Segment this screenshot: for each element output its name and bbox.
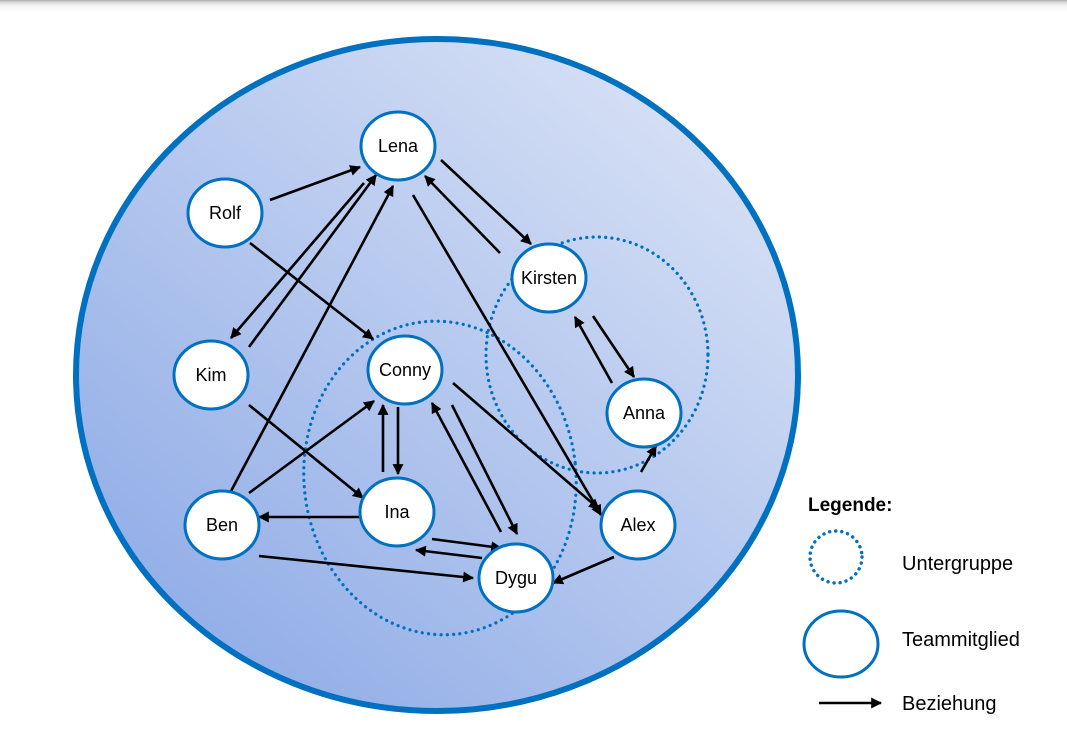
legend-title: Legende: [808,495,892,516]
relationship-arrow-alex-to-dygu [551,555,615,585]
legend: Legende: Untergruppe Teammitglied Bezieh… [802,495,1020,715]
member-circle [477,542,555,614]
member-name: Alex [620,515,655,535]
legend-label-subgroup: Untergruppe [902,553,1013,575]
subgroup-kirsten-anna [484,235,710,475]
member-circle [183,489,261,561]
relationship-arrow-ben-to-lena [228,185,395,494]
relationship-arrow-lena-to-alex [411,194,603,516]
member-node-kirsten[interactable]: Kirsten [510,242,588,314]
member-name: Ben [206,515,238,535]
legend-label-relationship: Beziehung [902,693,997,715]
relationship-arrow-lena-to-kirsten [440,159,532,245]
window-top-shadow [0,0,1067,14]
relationship-arrow-kirsten-to-anna [591,315,636,378]
member-circle [510,242,588,314]
member-node-kim[interactable]: Kim [172,339,250,411]
relationship-arrow-rolf-to-lena [269,165,362,202]
member-circle [366,334,444,406]
relationship-arrow-dygu-to-conny [430,402,503,533]
member-circle [172,339,250,411]
relationship-arrow-ben-to-dygu [258,554,475,583]
legend-label-member: Teammitglied [902,629,1020,651]
subgroup-conny-ina-dygu [302,319,578,637]
member-node-lena[interactable]: Lena [359,110,437,182]
member-name: Anna [623,403,666,423]
relationship-arrow-conny-to-alex [452,382,600,510]
member-node-rolf[interactable]: Rolf [186,177,264,249]
relationship-arrow-kirsten-to-lena [424,175,501,254]
relationship-arrow-ben-to-conny [248,399,375,495]
legend-dotted-circle-icon [808,529,864,585]
relationship-arrow-lena-to-kim [230,182,365,339]
member-node-ina[interactable]: Ina [358,476,436,548]
member-name: Conny [379,360,431,380]
member-circle [605,377,683,449]
member-node-alex[interactable]: Alex [599,489,677,561]
member-circle [186,177,264,249]
relationship-arrow-anna-to-kirsten [573,316,614,384]
member-name: Kirsten [521,268,577,288]
member-circle [359,110,437,182]
relationship-edges [228,159,658,585]
legend-solid-circle-icon [802,609,880,679]
member-node-conny[interactable]: Conny [366,334,444,406]
relationship-arrow-ina-to-dygu [431,537,503,553]
member-node-dygu[interactable]: Dygu [477,542,555,614]
member-node-anna[interactable]: Anna [605,377,683,449]
member-name: Dygu [495,568,537,588]
member-circle [599,489,677,561]
member-name: Lena [378,136,419,156]
member-name: Rolf [209,203,242,223]
member-name: Kim [196,365,227,385]
relationship-arrow-dygu-to-ina [414,545,483,560]
relationship-arrow-alex-to-anna [639,445,658,473]
relationship-arrow-kim-to-lena [247,174,378,348]
member-name: Ina [384,502,410,522]
member-circle [358,476,436,548]
member-node-ben[interactable]: Ben [183,489,261,561]
relationship-arrow-rolf-to-conny [249,241,374,341]
relationship-arrow-conny-to-dygu [450,404,519,535]
